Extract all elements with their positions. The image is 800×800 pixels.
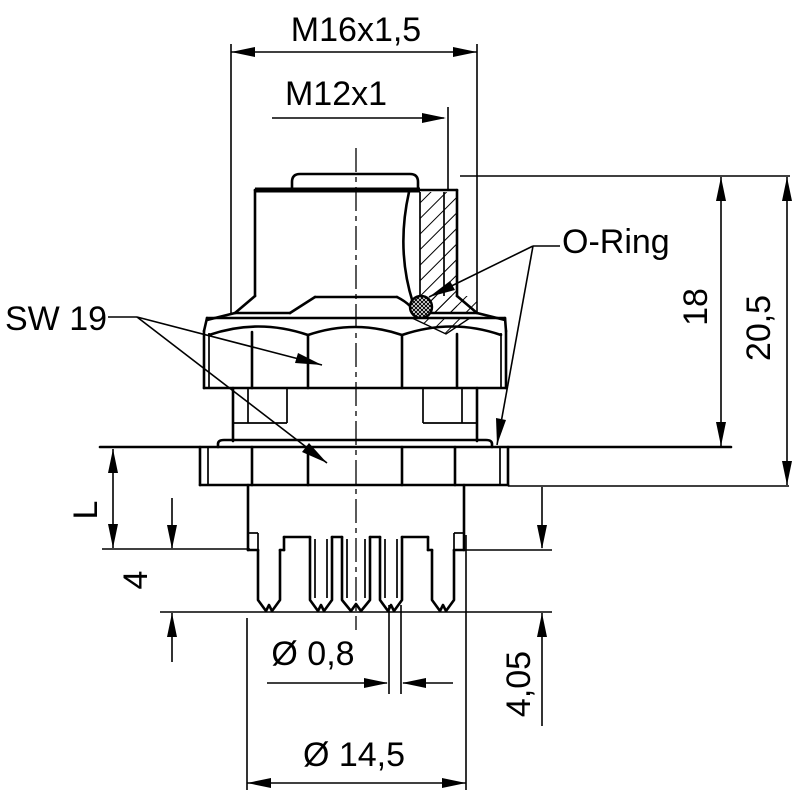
pin-2 <box>308 535 334 613</box>
callout-o-ring: O-Ring <box>428 223 670 446</box>
thread-neck <box>231 386 479 443</box>
pin-center <box>340 535 372 613</box>
label-pin-length: 4 <box>117 571 155 590</box>
dim-left: L 4 <box>67 449 250 662</box>
washer <box>216 438 494 449</box>
top-cap <box>290 172 420 192</box>
dim-pin-right: 4,05 <box>160 487 552 726</box>
washer-and-panel <box>98 438 733 449</box>
dim-m12: M12x1 <box>272 75 449 190</box>
pin-measured <box>378 535 404 613</box>
callout-sw19: SW 19 <box>5 300 328 464</box>
label-wrench-size: SW 19 <box>5 300 107 338</box>
hex-nut-upper <box>202 316 508 390</box>
label-panel-thickness: L <box>67 501 105 520</box>
label-insert-diameter: Ø 14,5 <box>303 736 405 774</box>
contact-insert-and-pins <box>246 483 466 613</box>
label-inner-thread: M12x1 <box>285 75 387 113</box>
cutaway-section <box>402 190 477 313</box>
label-outer-thread: M16x1,5 <box>291 11 421 49</box>
dim-m16: M16x1,5 <box>230 11 478 313</box>
label-height-body: 18 <box>677 288 715 326</box>
label-height-total: 20,5 <box>740 295 778 361</box>
dim-insert-diameter: Ø 14,5 <box>246 535 467 790</box>
dim-pin-diameter: Ø 0,8 <box>267 605 453 694</box>
label-o-ring: O-Ring <box>562 223 670 261</box>
pin-outer-left <box>256 548 282 613</box>
break-line <box>402 190 415 305</box>
dim-heights: 18 20,5 <box>460 175 792 487</box>
hex-nut-lower <box>198 445 510 487</box>
pin-outer-right <box>430 548 456 613</box>
label-pin-length-right: 4,05 <box>500 651 538 717</box>
label-pin-diameter: Ø 0,8 <box>271 635 354 673</box>
